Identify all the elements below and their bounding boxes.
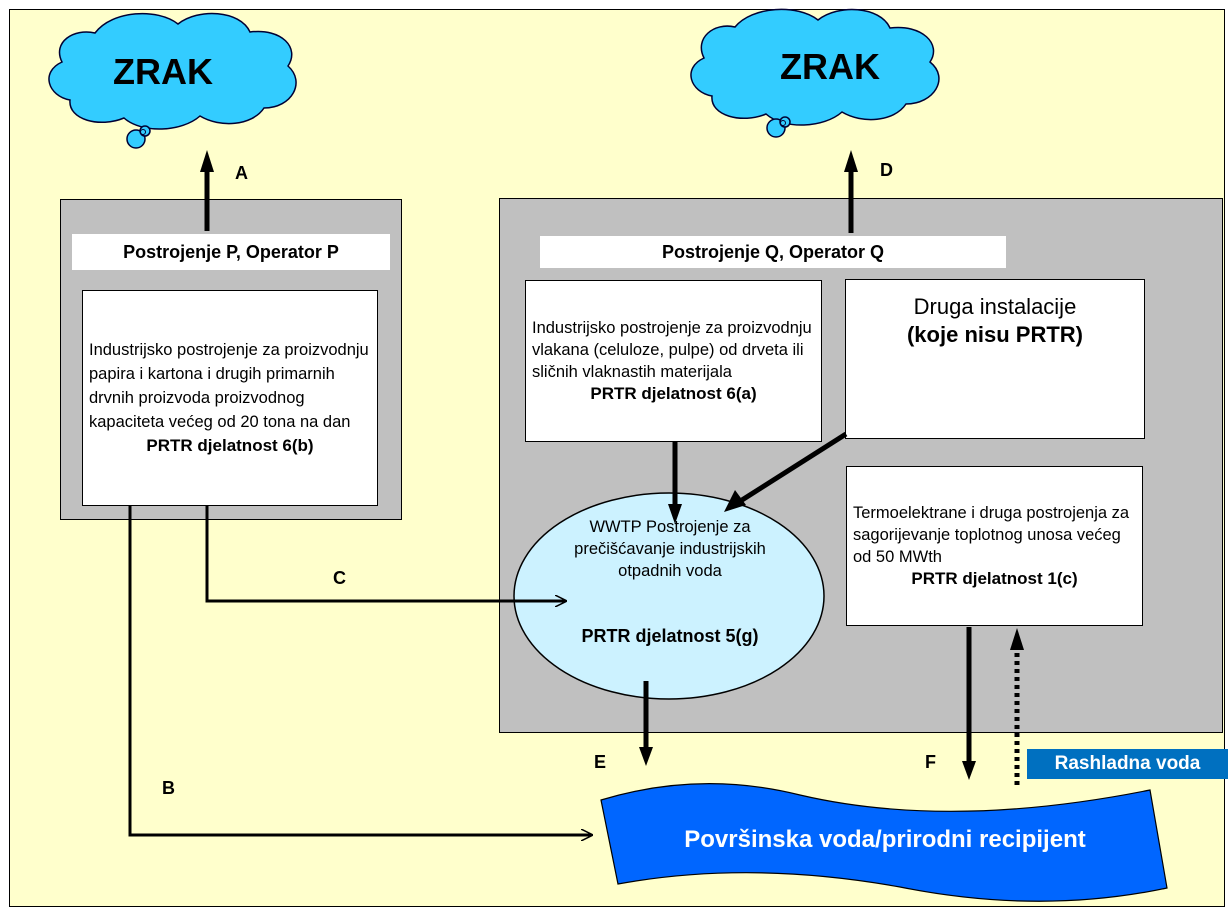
wwtp-activity: PRTR djelatnost 5(g) <box>581 626 759 646</box>
plant-p-box: Industrijsko postrojenje za proizvodnju … <box>82 290 378 506</box>
pulp-plant-activity: PRTR djelatnost 6(a) <box>590 384 757 403</box>
air-cloud-left <box>48 12 297 149</box>
plant-p-title: Postrojenje P, Operator P <box>72 234 390 270</box>
flow-label-c: C <box>333 568 346 588</box>
receiver-label: Površinska voda/prirodni recipijent <box>684 826 1086 853</box>
flow-label-b: B <box>162 778 175 798</box>
flow-label-f: F <box>925 752 936 772</box>
air-cloud-right <box>690 8 940 138</box>
thermal-plant-box: Termoelektrane i druga postrojenja za sa… <box>846 466 1143 626</box>
pulp-plant-box: Industrijsko postrojenje za proizvodnju … <box>525 280 822 442</box>
air-label-right: ZRAK <box>780 46 880 87</box>
other-installations-title: Druga instalacije <box>913 294 1077 319</box>
wwtp-description: WWTP Postrojenje za prečišćavanje indust… <box>574 518 766 580</box>
thermal-plant-activity: PRTR djelatnost 1(c) <box>911 569 1078 588</box>
flow-label-e: E <box>594 752 607 772</box>
other-installations-subtitle: (koje nisu PRTR) <box>906 322 1083 347</box>
cooling-water-label: Rashladna voda <box>1027 749 1228 779</box>
plant-q-title: Postrojenje Q, Operator Q <box>540 236 1006 268</box>
flow-label-d: D <box>880 160 893 180</box>
plant-p-activity: PRTR djelatnost 6(b) <box>146 436 314 455</box>
plant-p-description: Industrijsko postrojenje za proizvodnju … <box>89 341 369 431</box>
air-label-left: ZRAK <box>113 51 213 92</box>
other-installations-box: Druga instalacije (koje nisu PRTR) <box>845 279 1145 439</box>
thermal-plant-description: Termoelektrane i druga postrojenja za sa… <box>853 504 1130 566</box>
flow-label-a: A <box>235 163 248 183</box>
pulp-plant-description: Industrijsko postrojenje za proizvodnju … <box>532 319 812 381</box>
